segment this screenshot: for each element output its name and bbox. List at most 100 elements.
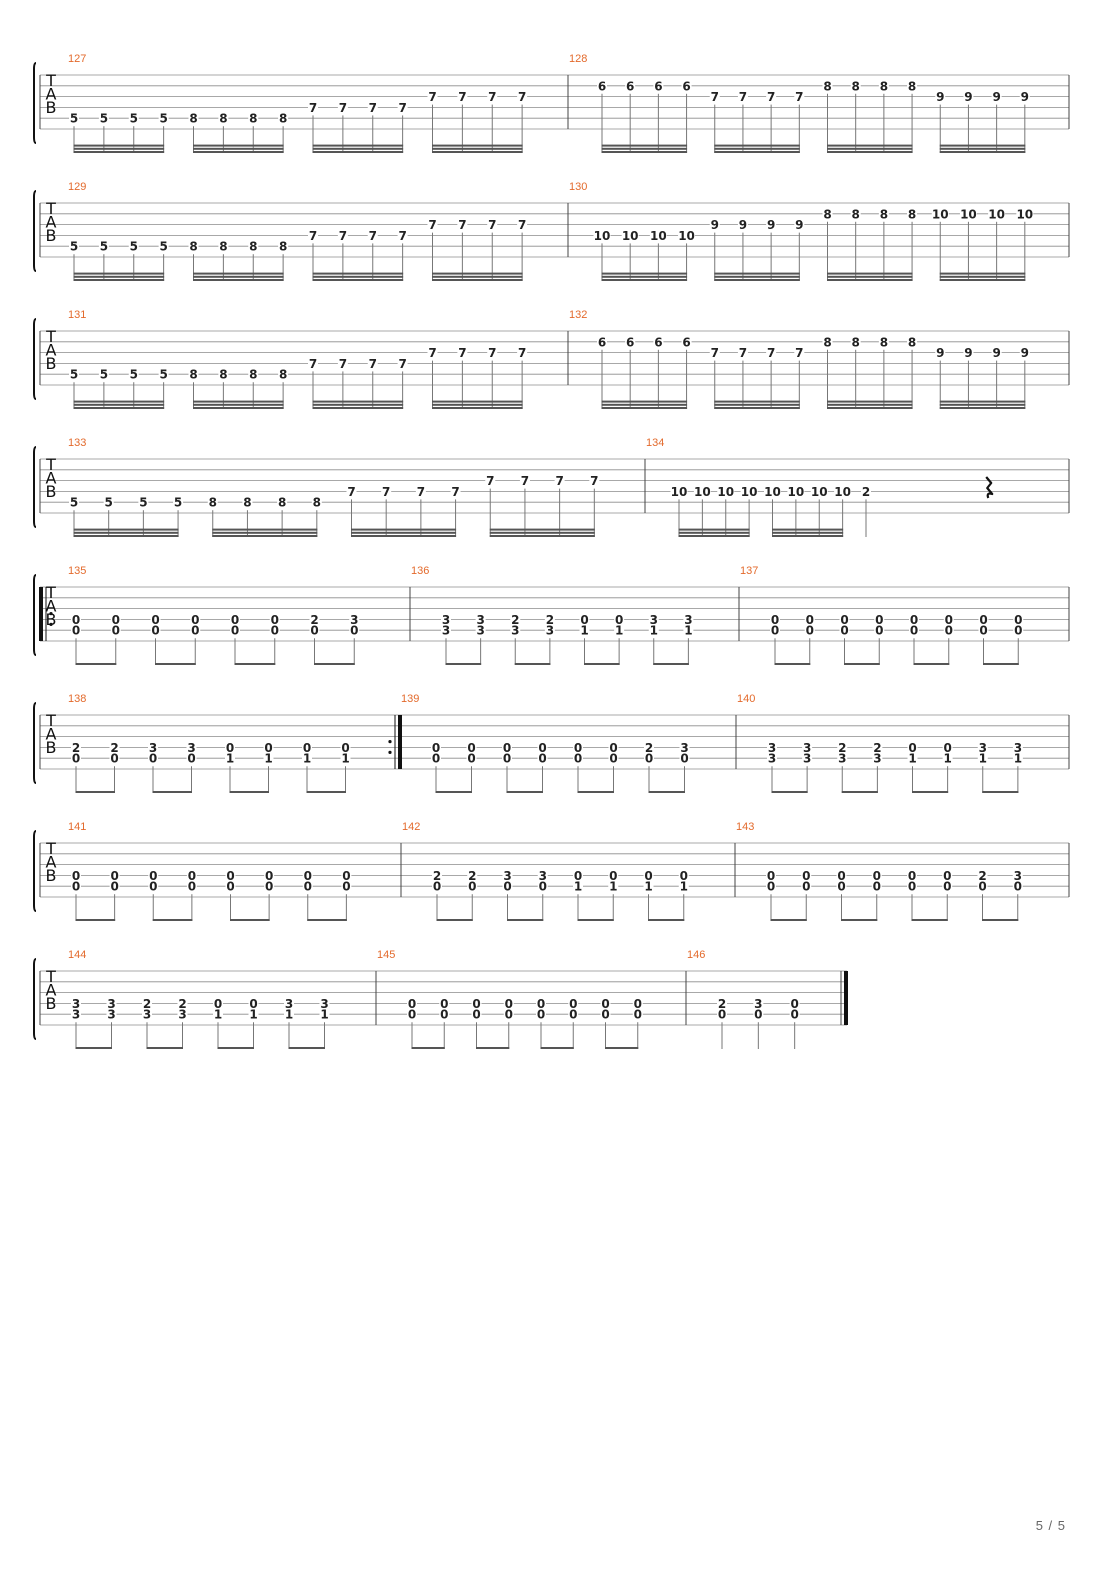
fret-number: 7 <box>795 346 803 360</box>
beam <box>939 407 1026 409</box>
note-knockout <box>407 1008 417 1021</box>
fret-number: 8 <box>823 335 831 349</box>
fret-number: 8 <box>189 368 197 382</box>
note-knockout <box>188 112 199 125</box>
note-knockout <box>218 240 229 253</box>
note-knockout <box>450 485 461 498</box>
tab-clef-letter: T <box>45 327 56 346</box>
beam <box>75 919 116 921</box>
repeat-dot <box>49 612 53 616</box>
fret-number: 0 <box>538 752 546 766</box>
beam <box>841 919 878 921</box>
note-knockout <box>943 624 954 637</box>
fret-number: 10 <box>741 485 758 499</box>
beam <box>514 663 551 665</box>
note-knockout <box>907 752 918 765</box>
beam <box>584 663 620 665</box>
measure-number: 138 <box>68 693 86 705</box>
fret-number: 2 <box>862 485 870 499</box>
beam <box>714 407 800 409</box>
note-knockout <box>264 880 275 893</box>
fret-number: 0 <box>231 624 239 638</box>
note-knockout <box>367 357 378 370</box>
fret-number: 7 <box>767 90 775 104</box>
fret-number: 0 <box>837 869 845 883</box>
fret-number: 8 <box>823 207 831 221</box>
beam <box>152 919 193 921</box>
fret-number: 0 <box>875 613 883 627</box>
note-knockout <box>431 752 441 765</box>
note-knockout <box>802 741 813 754</box>
note-knockout <box>678 869 689 882</box>
tab-clef-letter: B <box>46 482 57 501</box>
fret-number: 0 <box>265 869 273 883</box>
note-knockout <box>397 229 408 242</box>
tab-system: TAB1350000000000002030136333323230101313… <box>33 565 1070 665</box>
fret-number: 0 <box>191 624 199 638</box>
note-knockout <box>71 1008 81 1021</box>
fret-number: 0 <box>432 752 440 766</box>
fret-number: 0 <box>440 1008 448 1022</box>
beam <box>772 531 844 534</box>
note-knockout <box>837 752 848 765</box>
final-barline-thick <box>844 971 848 1025</box>
note-knockout <box>963 90 974 103</box>
fret-number: 0 <box>840 613 848 627</box>
fret-number: 2 <box>72 741 80 755</box>
tab-clef-letter: A <box>46 853 57 872</box>
measure-number: 140 <box>737 693 755 705</box>
fret-number: 5 <box>105 496 113 510</box>
beam <box>601 407 688 409</box>
note-knockout <box>106 1008 117 1021</box>
beam <box>411 1047 445 1049</box>
beam <box>939 400 1026 403</box>
note-knockout <box>1019 90 1030 103</box>
beam <box>678 531 750 534</box>
fret-number: 0 <box>467 752 475 766</box>
fret-number: 0 <box>569 997 577 1011</box>
fret-number: 2 <box>110 741 118 755</box>
note-knockout <box>544 613 555 626</box>
fret-number: 0 <box>432 741 440 755</box>
fret-number: 6 <box>654 335 662 349</box>
fret-number: 7 <box>518 218 526 232</box>
fret-number: 0 <box>538 741 546 755</box>
note-knockout <box>71 741 81 754</box>
fret-number: 0 <box>767 880 775 894</box>
fret-number: 10 <box>960 207 977 221</box>
beam <box>73 400 165 403</box>
beam <box>73 144 165 147</box>
fret-number: 8 <box>279 368 287 382</box>
beam <box>844 663 880 665</box>
fret-number: 7 <box>309 229 317 243</box>
fret-number: 0 <box>226 880 234 894</box>
note-knockout <box>621 229 639 242</box>
fret-number: 8 <box>908 335 916 349</box>
fret-number: 6 <box>654 79 662 93</box>
note-knockout <box>466 741 477 754</box>
beam <box>193 403 284 406</box>
note-knockout <box>510 624 521 637</box>
beam <box>653 663 689 665</box>
fret-number: 7 <box>488 218 496 232</box>
note-knockout <box>248 368 259 381</box>
fret-number: 7 <box>398 101 406 115</box>
note-knockout <box>801 869 812 882</box>
fret-number: 8 <box>243 496 251 510</box>
beam <box>489 535 595 537</box>
fret-number: 3 <box>107 997 115 1011</box>
